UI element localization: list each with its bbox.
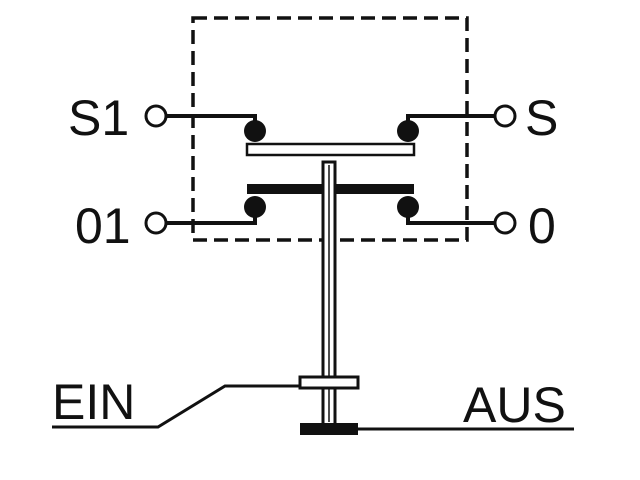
contact-s xyxy=(397,120,419,142)
terminal-label-01: 01 xyxy=(75,198,131,254)
terminal-label-0: 0 xyxy=(528,198,556,254)
wire-s xyxy=(406,114,495,128)
position-label-ein: EIN xyxy=(52,374,135,430)
open-contact-bridge xyxy=(245,142,416,157)
terminal-label-s1: S1 xyxy=(68,90,129,146)
contact-s1 xyxy=(244,120,266,142)
terminal-01 xyxy=(144,211,168,235)
contact-0 xyxy=(397,196,419,218)
terminal-s1 xyxy=(144,104,168,128)
position-label-aus: AUS xyxy=(463,377,566,433)
terminal-label-s: S xyxy=(525,90,558,146)
contact-01 xyxy=(244,196,266,218)
aus-base-plate xyxy=(300,423,358,435)
terminal-0 xyxy=(493,211,517,235)
wire-01 xyxy=(166,212,257,225)
ein-leader-line xyxy=(52,384,300,429)
ein-detent-collar xyxy=(298,375,360,390)
wire-s1 xyxy=(166,114,257,128)
terminal-s xyxy=(493,104,517,128)
wire-0 xyxy=(406,212,495,225)
